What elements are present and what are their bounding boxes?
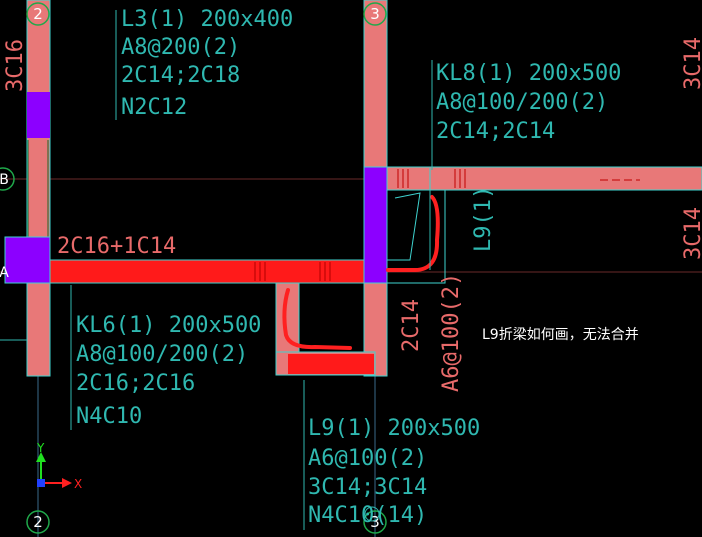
svg-text:N4C10(14): N4C10(14) [308,503,427,528]
svg-text:3: 3 [370,5,380,23]
column-left-lower[interactable] [4,236,51,284]
svg-text:L3(1) 200x400: L3(1) 200x400 [121,7,293,32]
svg-text:KL8(1) 200x500: KL8(1) 200x500 [436,61,621,86]
svg-text:Y: Y [36,441,45,455]
annotation-vertical-rebar[interactable]: 2C14 A6@100(2) [399,273,464,392]
column-left-upper[interactable] [27,92,50,138]
annotation-l9-bottom[interactable]: L9(1) 200x500 A6@100(2) 3C14;3C14 N4C10(… [308,416,480,528]
svg-text:2C14;2C14: 2C14;2C14 [436,119,555,144]
annotation-right-edge-mid[interactable]: 3C14 [681,207,702,260]
column-right[interactable] [363,166,388,284]
svg-text:3C14: 3C14 [681,37,702,90]
sketch-red-stroke-upper [386,195,440,272]
svg-text:2C16+1C14: 2C16+1C14 [57,234,176,259]
annotation-l3[interactable]: L3(1) 200x400 A8@200(2) 2C14;2C18 N2C12 [121,7,293,120]
svg-text:N2C12: N2C12 [121,95,187,120]
annotation-kl8[interactable]: KL8(1) 200x500 A8@100/200(2) 2C14;2C14 [436,61,621,144]
svg-text:A8@200(2): A8@200(2) [121,35,240,60]
svg-text:2: 2 [33,513,43,531]
sketch-red-stroke-lower [282,288,352,350]
svg-text:X: X [74,477,82,491]
svg-text:N4C10: N4C10 [76,404,142,429]
annotation-span-rebar[interactable]: 2C16+1C14 [57,234,176,259]
svg-text:3C14: 3C14 [681,207,702,260]
svg-text:KL6(1) 200x500: KL6(1) 200x500 [76,313,261,338]
svg-text:L9(1): L9(1) [471,186,496,252]
svg-text:2C14;2C18: 2C14;2C18 [121,63,240,88]
leader-lines [0,10,433,530]
axis-bubble-2-top[interactable]: 2 [26,2,50,26]
svg-text:A8@100/200(2): A8@100/200(2) [436,90,608,115]
node-marker [364,506,380,522]
axis-bubble-b[interactable]: B [0,167,15,191]
beam-left-vertical[interactable] [26,0,51,377]
svg-text:L9(1) 200x500: L9(1) 200x500 [308,416,480,441]
svg-text:2: 2 [33,5,43,23]
axis-bubble-3-bottom[interactable]: 3 [363,510,387,534]
svg-text:3C14;3C14: 3C14;3C14 [308,475,427,500]
svg-text:A6@100(2): A6@100(2) [308,446,427,471]
svg-text:2C16;2C16: 2C16;2C16 [76,371,195,396]
axis-bubble-3-top[interactable]: 3 [363,2,387,26]
svg-text:2C14: 2C14 [399,299,424,352]
annotation-right-edge-top[interactable]: 3C14 [681,37,702,90]
annotation-l9-tag[interactable]: L9(1) [471,186,496,252]
svg-text:3C16: 3C16 [3,39,28,92]
question-note: L9折梁如何画，无法合并 [482,327,639,343]
annotation-kl6[interactable]: KL6(1) 200x500 A8@100/200(2) 2C16;2C16 N… [76,313,261,429]
beam-kl8-horizontal[interactable] [386,166,702,191]
axis-bubble-2-bottom[interactable]: 2 [26,510,50,534]
beam-kl6-horizontal[interactable] [49,259,365,284]
beam-l9-lower[interactable] [275,282,376,376]
ucs-icon: Y X [36,441,82,491]
axis-bubble-a[interactable]: A [0,265,9,281]
svg-text:B: B [0,172,9,188]
svg-text:3: 3 [370,513,380,531]
svg-text:A6@100(2): A6@100(2) [439,273,464,392]
annotation-left-col-rebar[interactable]: 3C16 [3,39,28,92]
svg-text:A: A [0,265,9,281]
svg-text:A8@100/200(2): A8@100/200(2) [76,342,248,367]
